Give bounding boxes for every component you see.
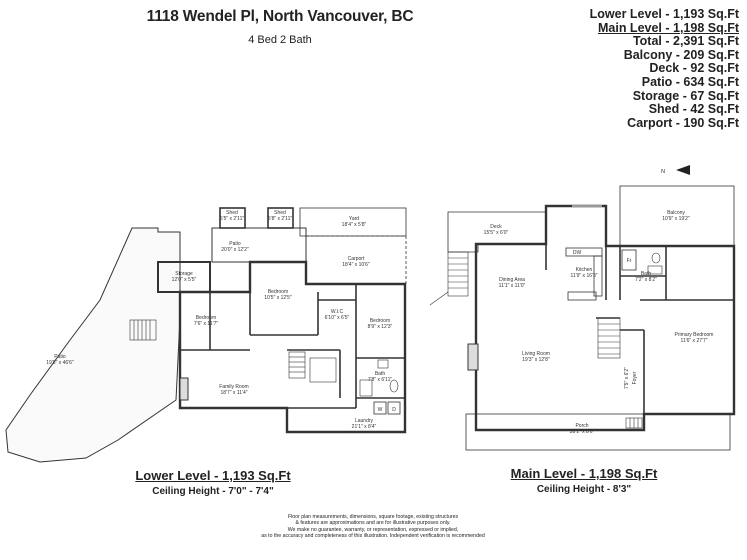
main-level-plan — [429, 185, 736, 451]
lower-bedroom2-dim: 7'6" x 11'7" — [194, 321, 218, 327]
bed-bath-summary: 4 Bed 2 Bath — [248, 34, 312, 46]
fridge-label: Fr — [627, 258, 632, 264]
main-level-title: Main Level - 1,198 Sq.Ft — [510, 466, 658, 481]
disclaimer-line: We make no guarantee, warranty, or repre… — [287, 526, 459, 533]
main-living-dim: 19'3" x 12'8" — [522, 357, 550, 363]
main-foyer-name: Foyer — [632, 371, 638, 384]
main-dining-dim: 11'1" x 11'0" — [499, 283, 526, 289]
main-porch-dim: 38'1" x 8'6" — [570, 429, 595, 435]
lower-shed2-dim: 5'8" x 2'11" — [268, 216, 292, 222]
page-title: 1118 Wendel Pl, North Vancouver, BC — [146, 8, 414, 25]
lower-bedroom3-name: Bedroom — [370, 318, 390, 324]
area-carport: Carport - 190 Sq.Ft — [627, 115, 739, 130]
lower-patio-big-dim: 19'8" x 46'6" — [46, 360, 74, 366]
disclaimer-line: Floor plan measurements, dimensions, squ… — [287, 514, 459, 520]
lower-bedroom1-dim: 10'5" x 12'5" — [264, 295, 292, 301]
dryer-label: D — [392, 407, 396, 413]
lower-laundry-name: Laundry — [355, 418, 374, 424]
main-dining-name: Dining Area — [499, 277, 525, 283]
main-bath-dim: 7'2" x 8'2" — [635, 277, 657, 283]
lower-shed1-dim: 5'5" x 2'11" — [220, 216, 244, 222]
area-lower-level: Lower Level - 1,193 Sq.Ft — [589, 7, 739, 21]
disclaimer-line: as to the accuracy and completeness of t… — [261, 533, 485, 540]
lower-patio-top-dim: 20'0" x 12'2" — [221, 247, 249, 253]
dishwasher-label: DW — [573, 250, 582, 256]
area-deck: Deck - 92 Sq.Ft — [649, 61, 739, 76]
lower-patio-top-name: Patio — [229, 241, 241, 247]
area-shed: Shed - 42 Sq.Ft — [648, 102, 739, 117]
main-deck-dim: 15'5" x 6'0" — [484, 230, 509, 236]
lower-bath-name: Bath — [375, 371, 386, 377]
main-primary-dim: 11'6" x 27'7" — [680, 338, 707, 344]
lower-laundry-dim: 21'1" x 8'4" — [352, 424, 377, 430]
area-storage: Storage - 67 Sq.Ft — [632, 88, 739, 103]
washer-label: W — [378, 407, 383, 413]
main-kitchen-dim: 11'9" x 16'3" — [570, 273, 597, 279]
lower-level-ceiling: Ceiling Height - 7'0" - 7'4" — [152, 486, 274, 497]
main-porch-name: Porch — [575, 423, 588, 429]
lower-bath-dim: 7'8" x 6'11" — [368, 377, 392, 383]
area-main-level: Main Level - 1,198 Sq.Ft — [597, 20, 739, 35]
main-level-room-labels: Deck 15'5" x 6'0" Balcony 10'9" x 19'2" … — [484, 210, 714, 435]
lower-family-dim: 18'7" x 11'4" — [220, 390, 247, 396]
lower-carport-name: Carport — [348, 256, 365, 262]
main-foyer-dim: 7'9" x 6'2" — [624, 367, 630, 389]
lower-wic-dim: 6'10" x 6'5" — [325, 315, 350, 321]
area-summary: Lower Level - 1,193 Sq.Ft Main Level - 1… — [589, 7, 739, 130]
main-kitchen-name: Kitchen — [576, 267, 593, 273]
main-level-caption: Main Level - 1,198 Sq.Ft Ceiling Height … — [484, 466, 684, 495]
lower-bedroom1-name: Bedroom — [268, 289, 288, 295]
lower-shed1-name: Shed — [226, 210, 238, 216]
main-balcony-name: Balcony — [667, 210, 685, 216]
area-total: Total - 2,391 Sq.Ft — [632, 34, 739, 49]
lower-level-plan — [5, 207, 407, 463]
lower-storage-name: Storage — [175, 271, 193, 277]
main-level-ceiling: Ceiling Height - 8'3" — [536, 484, 632, 495]
lower-shed2-name: Shed — [274, 210, 286, 216]
main-bath-name: Bath — [641, 271, 652, 277]
main-deck-name: Deck — [490, 224, 502, 230]
north-arrow-icon: N — [661, 165, 690, 175]
main-balcony-dim: 10'9" x 19'2" — [662, 216, 690, 222]
lower-yard-name: Yard — [349, 216, 359, 222]
lower-wic-name: W.I.C — [331, 309, 344, 315]
lower-level-title: Lower Level - 1,193 Sq.Ft — [135, 468, 291, 483]
disclaimer: Floor plan measurements, dimensions, squ… — [238, 514, 508, 540]
north-label: N — [661, 169, 665, 175]
disclaimer-line: & features are approximations and are fo… — [295, 520, 451, 527]
main-living-name: Living Room — [522, 351, 550, 357]
lower-level-caption: Lower Level - 1,193 Sq.Ft Ceiling Height… — [118, 468, 308, 497]
lower-bedroom2-name: Bedroom — [196, 315, 216, 321]
area-balcony: Balcony - 209 Sq.Ft — [623, 47, 739, 62]
main-primary-name: Primary Bedroom — [675, 332, 714, 338]
lower-carport-dim: 18'4" x 10'6" — [342, 262, 370, 268]
lower-storage-dim: 12'0" x 5'5" — [172, 277, 197, 283]
lower-bedroom3-dim: 8'9" x 12'3" — [368, 324, 393, 330]
lower-yard-dim: 18'4" x 5'8" — [342, 222, 367, 228]
lower-family-name: Family Room — [219, 384, 248, 390]
lower-level-room-labels: Shed 5'5" x 2'11" Shed 5'8" x 2'11" Yard… — [46, 210, 396, 430]
area-patio: Patio - 634 Sq.Ft — [641, 74, 739, 89]
lower-patio-big-name: Patio — [54, 354, 66, 360]
